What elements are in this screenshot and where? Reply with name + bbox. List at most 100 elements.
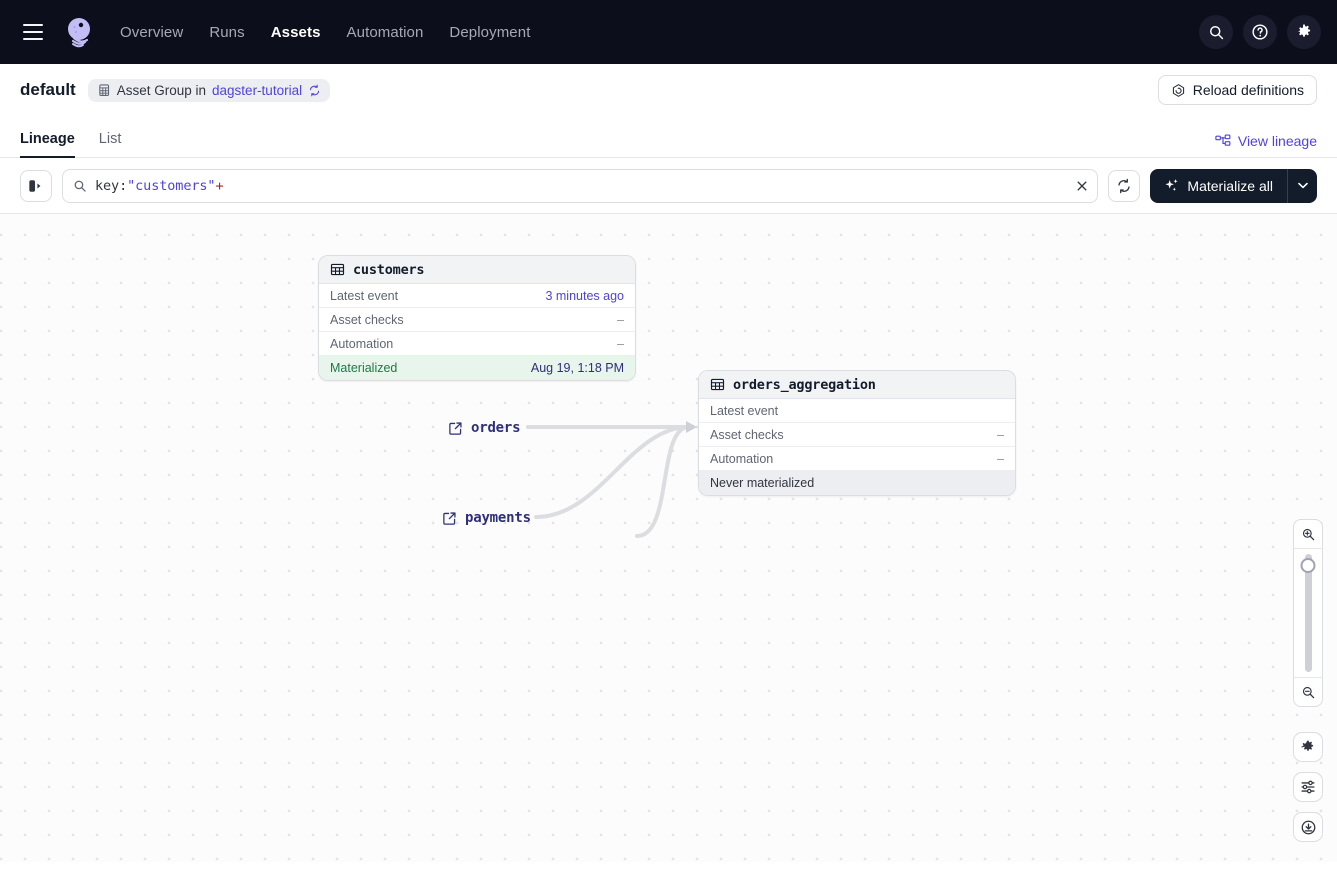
gear-icon: [1301, 740, 1314, 751]
page-title: default: [20, 80, 76, 99]
materialize-all-main[interactable]: Materialize all: [1150, 169, 1287, 203]
asset-lineage-canvas[interactable]: customers Latest event 3 minutes ago Ass…: [0, 214, 1337, 862]
asset-node-row-automation[interactable]: Automation –: [699, 447, 1015, 471]
help-icon[interactable]: [1243, 15, 1277, 49]
row-label: Asset checks: [330, 312, 404, 327]
close-icon: [1077, 180, 1087, 191]
zoom-out-button[interactable]: [1294, 678, 1322, 706]
view-lineage-label: View lineage: [1237, 133, 1317, 149]
asset-group-badge-prefix: Asset Group in: [116, 82, 207, 98]
zoom-divider-bottom: [1294, 677, 1322, 678]
table-icon: [330, 263, 345, 276]
external-link-icon: [449, 421, 462, 435]
dagster-logo-icon: [68, 18, 90, 48]
asset-node-row-asset-checks[interactable]: Asset checks –: [319, 308, 635, 332]
asset-node-title: orders_aggregation: [733, 376, 876, 393]
help-glyph: [1252, 24, 1268, 40]
zoom-in-button[interactable]: [1294, 520, 1322, 548]
gear-glyph: [1297, 24, 1311, 37]
row-label: Automation: [710, 451, 774, 466]
zoom-control-group: [1293, 519, 1323, 707]
row-label: Asset checks: [710, 427, 784, 442]
row-label: Latest event: [710, 403, 779, 418]
zoom-slider-thumb[interactable]: [1300, 558, 1316, 573]
reload-definitions-button[interactable]: Reload definitions: [1157, 75, 1317, 105]
query-key-token: key:: [95, 177, 128, 194]
search-icon[interactable]: [1199, 15, 1233, 49]
asset-node-row-asset-checks[interactable]: Asset checks –: [699, 423, 1015, 447]
row-value: –: [617, 336, 624, 351]
search-query-text: key:"customers"+: [95, 177, 224, 194]
asset-node-row-latest-event[interactable]: Latest event 3 minutes ago: [319, 284, 635, 308]
asset-node-header: customers: [319, 256, 635, 284]
refresh-icon: [1118, 178, 1131, 193]
asset-node-customers[interactable]: customers Latest event 3 minutes ago Ass…: [318, 255, 636, 381]
external-asset-label: orders: [471, 420, 521, 436]
asset-node-header: orders_aggregation: [699, 371, 1015, 399]
expand-panel-glyph: [29, 179, 41, 192]
materialize-options-button[interactable]: [1287, 168, 1317, 203]
external-asset-label: payments: [465, 510, 531, 526]
gear-icon[interactable]: [1287, 15, 1321, 49]
search-glyph: [1209, 25, 1223, 39]
page-header: default Asset Group in dagster-tutorial …: [0, 64, 1337, 116]
sparkle-icon: [1165, 178, 1179, 191]
nav-link-overview[interactable]: Overview: [120, 23, 184, 41]
asset-node-row-never-materialized[interactable]: Never materialized: [699, 471, 1015, 495]
asset-group-badge[interactable]: Asset Group in dagster-tutorial: [87, 78, 331, 102]
zoom-in-icon: [1302, 528, 1314, 540]
nav-link-runs[interactable]: Runs: [209, 23, 245, 41]
zoom-out-icon: [1302, 686, 1314, 698]
search-icon: [74, 180, 86, 192]
zoom-divider-top: [1294, 548, 1322, 549]
zoom-slider-track[interactable]: [1304, 554, 1312, 672]
external-asset-orders[interactable]: orders: [448, 420, 521, 436]
clear-search-button[interactable]: [1075, 179, 1089, 193]
asset-group-badge-link[interactable]: dagster-tutorial: [212, 82, 303, 98]
row-label: Materialized: [330, 361, 398, 375]
materialize-all-label: Materialize all: [1187, 177, 1273, 194]
graph-options-button[interactable]: [1293, 772, 1323, 802]
hamburger-icon[interactable]: [16, 15, 50, 49]
graph-settings-button[interactable]: [1293, 732, 1323, 762]
nav-link-deployment[interactable]: Deployment: [449, 23, 531, 41]
row-label: Automation: [330, 336, 394, 351]
chevron-down-icon: [1297, 182, 1308, 189]
download-circle-icon: [1301, 820, 1315, 834]
expand-panel-icon[interactable]: [20, 169, 52, 202]
row-label: Never materialized: [710, 476, 815, 490]
nav-link-automation[interactable]: Automation: [346, 23, 424, 41]
materialize-all-button[interactable]: Materialize all: [1150, 168, 1317, 203]
table-icon: [710, 378, 725, 391]
row-value: –: [617, 312, 624, 327]
refresh-icon[interactable]: [308, 84, 321, 97]
reload-icon: [1172, 83, 1184, 97]
graph-edges: [526, 421, 697, 538]
asset-node-row-materialized[interactable]: Materialized Aug 19, 1:18 PM: [319, 356, 635, 380]
graph-toolbar: key:"customers"+ Materialize all: [0, 158, 1337, 214]
asset-node-row-latest-event[interactable]: Latest event: [699, 399, 1015, 423]
view-lineage-link[interactable]: View lineage: [1215, 133, 1317, 149]
zoom-slider[interactable]: [1294, 549, 1322, 677]
query-value-token: "customers": [127, 177, 216, 194]
asset-node-title: customers: [353, 261, 425, 278]
external-asset-payments[interactable]: payments: [442, 510, 531, 526]
refresh-graph-button[interactable]: [1108, 169, 1141, 202]
download-graph-button[interactable]: [1293, 812, 1323, 842]
row-value[interactable]: 3 minutes ago: [545, 288, 624, 303]
tab-list[interactable]: List: [98, 131, 122, 147]
row-value[interactable]: Aug 19, 1:18 PM: [530, 361, 624, 375]
nav-link-assets[interactable]: Assets: [270, 23, 321, 41]
row-label: Latest event: [330, 288, 399, 303]
dagster-logo[interactable]: [60, 13, 98, 51]
row-value: –: [997, 451, 1004, 466]
lineage-icon: [1215, 134, 1231, 146]
asset-node-orders-aggregation[interactable]: orders_aggregation Latest event Asset ch…: [698, 370, 1016, 496]
asset-node-row-automation[interactable]: Automation –: [319, 332, 635, 356]
search-input[interactable]: key:"customers"+: [62, 168, 1099, 203]
asset-group-icon: [99, 84, 109, 96]
tab-lineage[interactable]: Lineage: [20, 131, 75, 158]
row-value: –: [997, 427, 1004, 442]
query-operator-token: +: [215, 177, 224, 194]
nav-actions: [1199, 0, 1321, 64]
